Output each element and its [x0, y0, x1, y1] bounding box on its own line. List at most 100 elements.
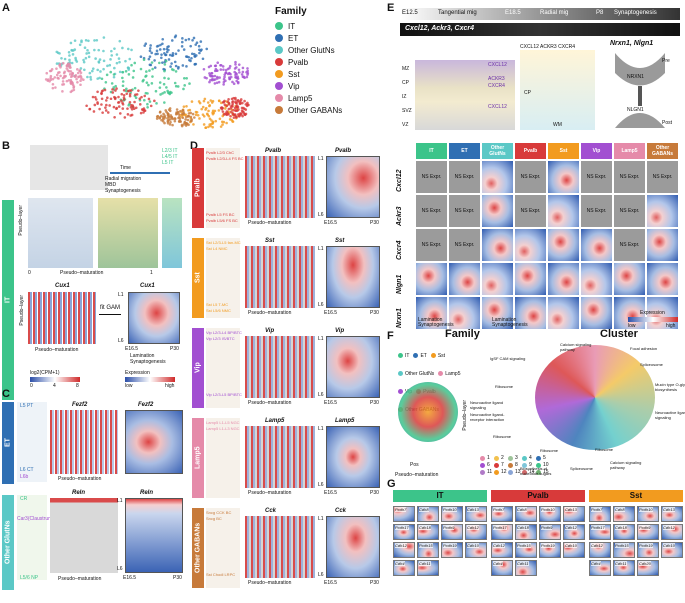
e165-tick: E16.5 — [324, 490, 338, 496]
e-heatmap-cell — [646, 194, 679, 228]
pathway-label: Calcium signaling pathway — [560, 342, 592, 352]
d-heatmap-title: Pvalb — [335, 148, 352, 154]
d-scatter-title: Lamp5 — [265, 418, 285, 424]
pseudo-maturation-axis: Pseudo–maturation — [58, 476, 102, 482]
legend-label: Sst — [288, 69, 300, 79]
synaptogenesis-label: Synaptogenesis — [105, 188, 141, 194]
d-heatmap-title: Vip — [335, 328, 345, 334]
d-subtype-morphology — [206, 328, 240, 408]
p30-tick: P30 — [370, 400, 379, 406]
g-gene-heatmap: Pcdh7 — [491, 506, 513, 522]
cluster-legend-item: 2 — [494, 455, 508, 461]
e-family-header: Sst — [547, 142, 580, 160]
g-gene-heatmap: Cdh4 — [589, 560, 611, 576]
g-empty-cell — [661, 560, 683, 576]
l6-tick: L6 — [318, 302, 324, 308]
e-ns-cell: NS Expr. — [613, 160, 646, 194]
panel-d-letter: D — [190, 140, 198, 152]
legend-color-dot — [536, 469, 541, 475]
e-heatmap-cell — [646, 262, 679, 296]
g-gene-heatmap: Cdh4 — [491, 560, 513, 576]
other-cell-label: Car3(Claustrum) — [17, 516, 54, 522]
pseudo-layer-axis: Pseudo–layer — [19, 295, 25, 326]
l6-tick: L6 — [318, 482, 324, 488]
f-legend-item: IT — [398, 353, 409, 359]
gene-bar-right: Nrxn1, Nlgn1 — [610, 40, 654, 47]
cluster-number: 9 — [529, 462, 532, 468]
e-heatmap-cell — [514, 228, 547, 262]
e-ns-cell: NS Expr. — [646, 160, 679, 194]
pseudo-layer-scatter-3 — [162, 198, 182, 268]
pathway-label: Neuroactive ligand signaling — [470, 400, 504, 410]
e165-tick: E16.5 — [324, 400, 338, 406]
g-empty-cell — [539, 560, 561, 576]
e165-tick: E16.5 — [123, 575, 137, 581]
l1-tick: L1 — [117, 498, 123, 504]
l6-tick: L6 — [318, 212, 324, 218]
time-label: Time — [120, 165, 131, 171]
g-empty-cell — [563, 560, 585, 576]
d-subtype-label: Pvalb L2/3 ChC — [206, 150, 235, 155]
g-gene-heatmap: Cdh11 — [417, 560, 439, 576]
legend-color-dot — [522, 469, 527, 475]
e-ns-cell: NS Expr. — [613, 228, 646, 262]
legend-color-dot — [275, 46, 283, 54]
et-cell-label: L6 CT — [20, 467, 34, 473]
g-gene-label: Cdh10 — [565, 543, 577, 548]
tick-1: 1 — [150, 270, 153, 276]
l1-tick: L1 — [118, 292, 124, 298]
e-family-header: Other GlutNs — [481, 142, 514, 160]
e-heatmap-cell — [547, 160, 580, 194]
g-gene-label: Cdh4 — [591, 561, 601, 566]
family-legend-item: Vip — [275, 80, 342, 92]
d-subtype-label: Sncg BC — [206, 516, 222, 521]
et-morphology — [17, 402, 47, 482]
g-gene-heatmap: Pcdh9 — [539, 524, 561, 540]
g-gene-label: Pcdh10 — [639, 507, 653, 512]
pseudo-layer-scatter-2 — [98, 198, 158, 268]
g-gene-label: Pcdh9 — [443, 525, 455, 530]
cluster-legend-item: 11 — [480, 469, 494, 475]
family-legend-item: Sst — [275, 68, 342, 80]
cluster-number: 7 — [501, 462, 504, 468]
expression-colorbar — [628, 317, 678, 322]
fezf2-scatter-title: Fezf2 — [72, 402, 88, 408]
cluster-number: 5 — [543, 455, 546, 461]
g-gene-label: Cdh13 — [565, 507, 577, 512]
f-legend-label: Sst — [437, 352, 446, 359]
log-tick: 4 — [53, 383, 56, 389]
d-gam-heatmap — [326, 516, 380, 578]
g-gene-label: Cdh13 — [467, 507, 479, 512]
g-gene-label: Cdh11 — [517, 561, 529, 566]
e-ns-cell: NS Expr. — [415, 228, 448, 262]
cp-top-labels: CXCL12 ACKR3 CXCR4 — [520, 44, 575, 50]
d-gene-scatter — [245, 426, 315, 488]
synaptogenesis-label: Synaptogenesis — [492, 322, 528, 328]
expression-label: Expression — [640, 310, 665, 316]
d-subtype-morphology — [206, 238, 240, 318]
timeline-bar — [400, 8, 680, 20]
e-gene-label: Ackr3 — [396, 206, 403, 226]
timeline-e185: E18.5 — [505, 10, 521, 16]
g-gene-label: Pcdh7 — [591, 507, 603, 512]
family-legend-item: IT — [275, 20, 342, 32]
f-legend-item: Sst — [430, 352, 446, 359]
g-gene-label: Cdh8 — [517, 507, 527, 512]
timeline-p8: P8 — [596, 10, 604, 16]
p30-tick: P30 — [173, 575, 182, 581]
zone-label: CP — [402, 80, 409, 86]
g-gene-label: Cdh12 — [493, 543, 505, 548]
d-gene-scatter — [245, 246, 315, 308]
pathway-label: Neuroactive ligand signaling — [655, 410, 685, 420]
g-gene-label: Cdh18 — [517, 525, 529, 530]
d-subtype-label: Vip L2/3-L4 BP/BTC — [206, 330, 242, 335]
expression-label: Expression — [125, 370, 150, 376]
l1-tick: L1 — [318, 336, 324, 342]
pathway-label: Neuroactive ligand-receptor interaction — [470, 412, 505, 422]
g-gene-label: Cdh20 — [639, 561, 651, 566]
migration-labels: Radial migration MBD Synaptogenesis — [105, 176, 141, 194]
e-heatmap-cell — [481, 194, 514, 228]
cluster-number: 10 — [543, 462, 549, 468]
e-heatmap-cell — [646, 228, 679, 262]
